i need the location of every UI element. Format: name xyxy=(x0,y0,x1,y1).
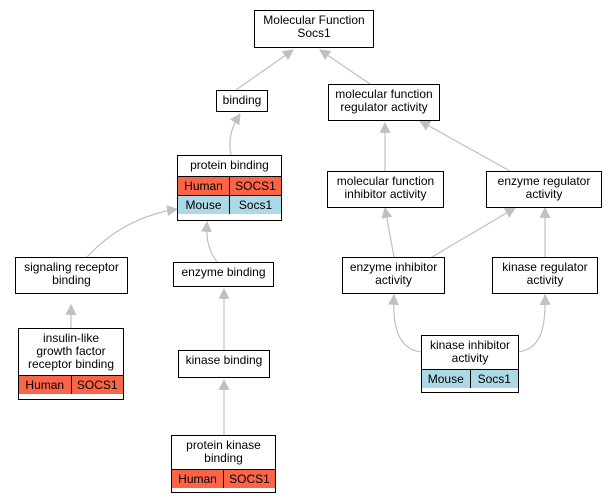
node-label: binding xyxy=(222,93,262,107)
edge-kia-to-eia xyxy=(387,293,423,353)
node-insulin-like-growth-factor-receptor-binding[interactable]: insulin-like growth factor receptor bind… xyxy=(18,328,124,400)
node-enzyme-inhibitor-activity[interactable]: enzyme inhibitor activity xyxy=(342,257,445,294)
species-cell: Mouse xyxy=(178,196,229,214)
node-label: protein binding xyxy=(190,158,269,172)
node-kinase-inhibitor-activity[interactable]: kinase inhibitor activity Mouse Socs1 xyxy=(421,335,519,393)
node-label: kinase regulator activity xyxy=(502,260,588,287)
node-label: kinase inhibitor activity xyxy=(429,338,511,365)
gene-cell: SOCS1 xyxy=(70,376,123,394)
node-molecular-function-root[interactable]: Molecular Function Socs1 xyxy=(254,10,374,48)
node-label: enzyme binding xyxy=(181,265,266,279)
node-kinase-regulator-activity[interactable]: kinase regulator activity xyxy=(492,257,598,294)
node-binding[interactable]: binding xyxy=(216,90,268,112)
edge-enzyme-binding-to-protein-binding xyxy=(200,220,218,263)
node-signaling-receptor-binding[interactable]: signaling receptor binding xyxy=(15,257,128,294)
species-cell: Human xyxy=(178,177,229,195)
edge-srb-to-protein-binding xyxy=(86,205,179,258)
node-molecular-function-inhibitor-activity[interactable]: molecular function inhibitor activity xyxy=(327,171,444,208)
species-cell: Human xyxy=(172,470,223,488)
node-label: Molecular Function Socs1 xyxy=(263,13,365,40)
edge-binding-to-root xyxy=(235,49,294,91)
node-label: molecular function inhibitor activity xyxy=(336,174,435,201)
gene-cell: SOCS1 xyxy=(223,470,275,488)
species-row-mouse: Mouse Socs1 xyxy=(178,195,281,214)
node-label: kinase binding xyxy=(185,353,263,367)
edge-eia-to-mfia xyxy=(381,206,395,258)
species-cell: Mouse xyxy=(422,370,470,388)
gene-cell: Socs1 xyxy=(469,370,518,388)
node-protein-binding[interactable]: protein binding Human SOCS1 Mouse Socs1 xyxy=(177,155,282,221)
node-label: protein kinase binding xyxy=(186,438,261,465)
gene-cell: Socs1 xyxy=(229,196,281,214)
node-protein-kinase-binding[interactable]: protein kinase binding Human SOCS1 xyxy=(171,435,276,493)
edge-kia-to-kra xyxy=(516,293,551,353)
species-cell: Human xyxy=(19,376,71,394)
species-row-human: Human SOCS1 xyxy=(172,469,275,488)
node-enzyme-regulator-activity[interactable]: enzyme regulator activity xyxy=(486,171,602,208)
node-label: enzyme inhibitor activity xyxy=(349,260,438,287)
node-kinase-binding[interactable]: kinase binding xyxy=(178,350,270,378)
edge-mfra-to-root xyxy=(319,49,371,85)
node-label: enzyme regulator activity xyxy=(497,174,591,201)
node-label: molecular function regulator activity xyxy=(335,87,433,114)
node-enzyme-binding[interactable]: enzyme binding xyxy=(173,262,274,287)
edge-protein-binding-to-binding xyxy=(229,113,241,156)
node-label: insulin-like growth factor receptor bind… xyxy=(27,331,115,371)
edge-era-to-mfra xyxy=(419,120,511,172)
node-molecular-function-regulator-activity[interactable]: molecular function regulator activity xyxy=(328,84,440,121)
species-row-mouse: Mouse Socs1 xyxy=(422,369,518,388)
node-label: signaling receptor binding xyxy=(24,260,119,287)
edge-eia-to-era xyxy=(431,207,516,258)
species-row-human: Human SOCS1 xyxy=(19,375,123,394)
species-row-human: Human SOCS1 xyxy=(178,176,281,195)
gene-cell: SOCS1 xyxy=(229,177,281,195)
